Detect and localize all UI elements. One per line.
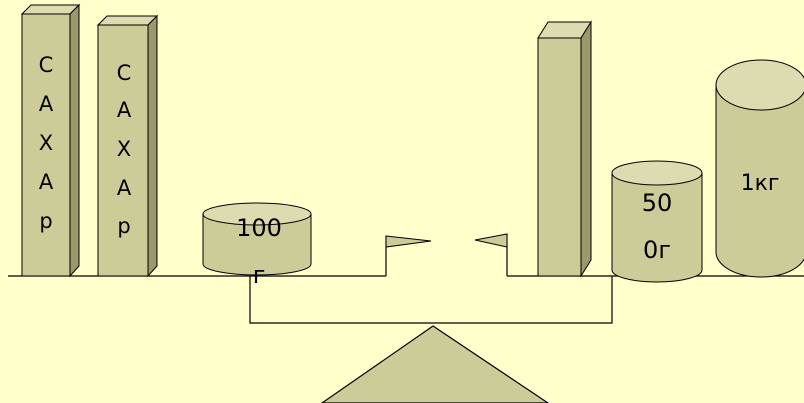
sugar-2-char-0: С xyxy=(117,61,132,85)
weight-500g-label-line2: 0г xyxy=(643,236,671,264)
sugar-2-char-4: р xyxy=(117,214,130,238)
sugar-1-char-3: А xyxy=(39,170,54,194)
weight-100g-label-line2: г xyxy=(253,261,266,289)
right-pointer-flag xyxy=(474,233,508,276)
weight-500g: 50 0г xyxy=(611,160,703,283)
sugar-box-1: С А Х А р xyxy=(20,3,81,278)
weight-500g-label-line1: 50 xyxy=(642,189,673,217)
sugar-2-char-1: А xyxy=(117,98,132,122)
sugar-1-char-0: С xyxy=(39,53,54,77)
sugar-1-char-4: р xyxy=(39,209,52,233)
sugar-2-char-3: А xyxy=(117,176,132,200)
left-pointer-flag xyxy=(385,235,432,276)
right-box xyxy=(537,20,592,278)
weight-1kg: 1кг xyxy=(715,59,804,278)
weight-100g: 100 г xyxy=(202,202,312,289)
sugar-2-char-2: Х xyxy=(117,137,131,161)
sugar-1-char-2: Х xyxy=(39,131,53,155)
weight-1kg-label: 1кг xyxy=(741,171,780,196)
sugar-1-char-1: А xyxy=(39,92,54,116)
weight-100g-label-line1: 100 xyxy=(236,214,282,242)
sugar-box-2: С А Х А р xyxy=(96,14,159,278)
fulcrum-triangle xyxy=(320,325,550,403)
beam-bracket xyxy=(249,276,613,324)
